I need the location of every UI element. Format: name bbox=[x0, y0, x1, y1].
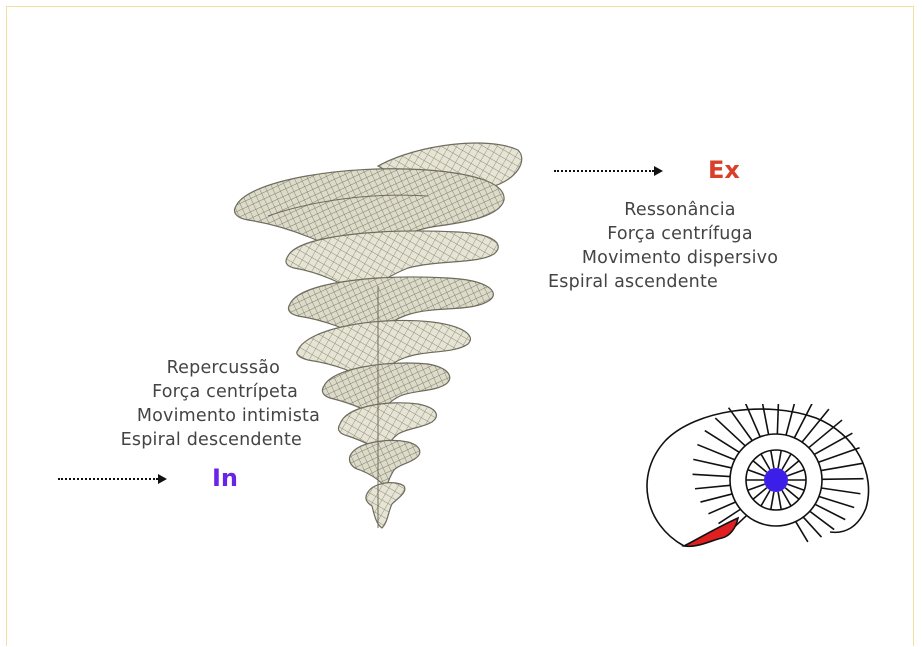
nautilus-chamber-line bbox=[803, 517, 821, 537]
nautilus-inner-line bbox=[748, 484, 765, 490]
nautilus-inner-line bbox=[778, 450, 781, 468]
in-lines: Repercussão Força centrípeta Movimento i… bbox=[30, 356, 320, 452]
nautilus-chamber-line bbox=[708, 502, 735, 514]
ex-line-1: Ressonância bbox=[530, 198, 830, 222]
nautilus-chamber-line bbox=[819, 496, 854, 507]
in-label: In bbox=[212, 464, 238, 492]
nautilus-chamber-line bbox=[822, 479, 864, 480]
dotted-arrow-line bbox=[554, 170, 654, 172]
nautilus-inner-line bbox=[787, 470, 804, 476]
in-arrow-row: In bbox=[30, 464, 320, 494]
nautilus-chamber-line bbox=[693, 459, 731, 468]
nautilus-inner-line bbox=[782, 490, 791, 506]
nautilus-chamber-line bbox=[810, 511, 834, 529]
in-line-2: Força centrípeta bbox=[30, 380, 320, 404]
in-line-4: Espiral descendente bbox=[30, 428, 320, 452]
nautilus-inner-line bbox=[761, 454, 770, 470]
nautilus-chamber-line bbox=[700, 494, 732, 502]
ex-arrow-row: Ex bbox=[530, 150, 830, 180]
in-line-1: Repercussão bbox=[30, 356, 320, 380]
dotted-arrow-line bbox=[58, 478, 158, 480]
dotted-arrow-icon bbox=[654, 166, 663, 176]
nautilus-chamber-line bbox=[821, 463, 863, 470]
nautilus-inner-line bbox=[787, 484, 804, 490]
nautilus-chamber-line bbox=[809, 420, 842, 448]
ex-line-3: Movimento dispersivo bbox=[530, 246, 830, 270]
nautilus-inner-line bbox=[753, 488, 767, 500]
nautilus-icon bbox=[626, 404, 886, 554]
nautilus-chamber-line bbox=[715, 418, 745, 446]
ex-line-4: Espiral ascendente bbox=[530, 270, 830, 294]
in-line-3: Movimento intimista bbox=[30, 404, 320, 428]
nautilus-chamber-line bbox=[697, 445, 734, 460]
ex-line-2: Força centrífuga bbox=[530, 222, 830, 246]
nautilus-inner-line bbox=[748, 470, 765, 476]
nautilus-inner-line bbox=[778, 492, 781, 510]
ex-label: Ex bbox=[708, 156, 740, 184]
nautilus-chamber-line bbox=[786, 404, 796, 435]
nautilus-chamber-line bbox=[695, 485, 730, 488]
ex-lines: Ressonância Força centrífuga Movimento d… bbox=[530, 198, 830, 294]
nautilus-chamber-line bbox=[821, 488, 860, 494]
nautilus-chamber-line bbox=[693, 474, 731, 476]
nautilus-inner-line bbox=[785, 461, 799, 473]
nautilus-inner-line bbox=[785, 488, 799, 500]
nautilus-inner-line bbox=[782, 454, 791, 470]
ex-block: Ex Ressonância Força centrífuga Moviment… bbox=[530, 150, 830, 294]
nautilus-inner-line bbox=[771, 450, 774, 468]
nautilus-chamber-line bbox=[796, 522, 808, 542]
in-block: Repercussão Força centrípeta Movimento i… bbox=[30, 356, 320, 494]
nautilus-inner-line bbox=[771, 492, 774, 510]
nautilus-chamber-line bbox=[777, 404, 778, 434]
nautilus-center bbox=[764, 468, 788, 492]
nautilus-chamber-line bbox=[815, 504, 845, 519]
nautilus-chamber-line bbox=[818, 448, 859, 462]
nautilus-chamber-line bbox=[814, 433, 852, 454]
nautilus-inner-line bbox=[761, 490, 770, 506]
nautilus-inner-line bbox=[753, 461, 767, 473]
dotted-arrow-icon bbox=[158, 474, 167, 484]
nautilus-highlight bbox=[684, 518, 738, 546]
